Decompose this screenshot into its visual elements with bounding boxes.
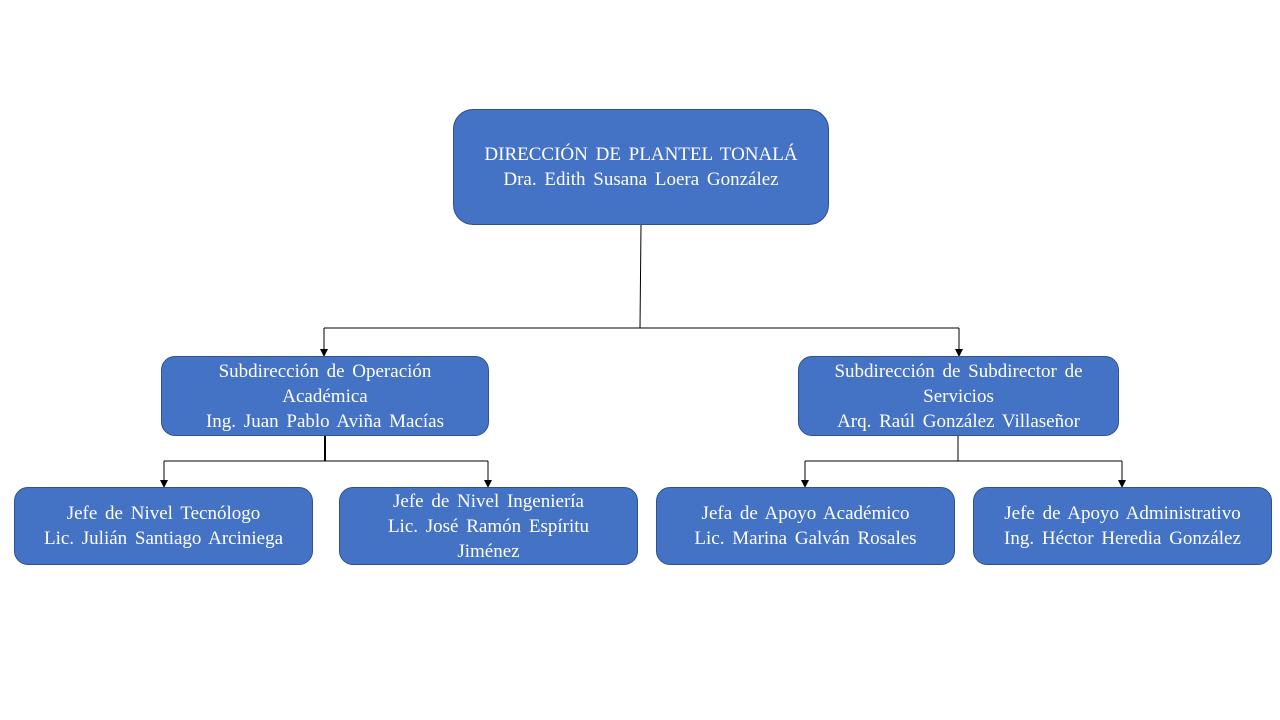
connector-root-trunk (639, 224, 642, 329)
node-title: Jefe de Nivel Ingeniería (393, 490, 584, 512)
node-person: Ing. Juan Pablo Aviña Macías (205, 410, 445, 432)
node-person-line1: Lic. Julián Santiago Arciniega (43, 528, 284, 549)
node-title: Jefe de Apoyo Administrativo (1004, 503, 1241, 524)
node-jefe-nivel-ingenieria: Jefe de Nivel Ingeniería Lic. José Ramón… (339, 487, 638, 565)
node-subdireccion-operacion-academica: Subdirección de Operación Académica Ing.… (161, 356, 489, 436)
node-title-line2: Académica (282, 385, 368, 407)
node-person-line2: Jiménez (457, 540, 520, 562)
node-title: Jefe de Nivel Tecnólogo (66, 503, 261, 524)
node-person: Arq. Raúl González Villaseñor (837, 410, 1080, 432)
node-jefe-nivel-tecnologo: Jefe de Nivel Tecnólogo Lic. Julián Sant… (14, 487, 313, 565)
node-person: Dra. Edith Susana Loera González (503, 169, 779, 190)
node-title: DIRECCIÓN DE PLANTEL TONALÁ (484, 144, 798, 165)
node-jefa-apoyo-academico: Jefa de Apoyo Académico Lic. Marina Galv… (656, 487, 955, 565)
node-title-line1: Subdirección de Subdirector de (834, 360, 1083, 382)
node-jefe-apoyo-administrativo: Jefe de Apoyo Administrativo Ing. Héctor… (973, 487, 1272, 565)
node-title-line1: Subdirección de Operación (218, 360, 432, 382)
node-direccion-plantel: DIRECCIÓN DE PLANTEL TONALÁ Dra. Edith S… (453, 109, 829, 225)
node-person-line1: Lic. José Ramón Espíritu (387, 515, 590, 537)
node-title-line2: Servicios (923, 385, 994, 407)
node-person-line1: Ing. Héctor Heredia González (1004, 528, 1241, 549)
node-title: Jefa de Apoyo Académico (701, 503, 910, 524)
node-subdireccion-servicios: Subdirección de Subdirector de Servicios… (798, 356, 1119, 436)
node-person-line1: Lic. Marina Galván Rosales (694, 528, 917, 549)
